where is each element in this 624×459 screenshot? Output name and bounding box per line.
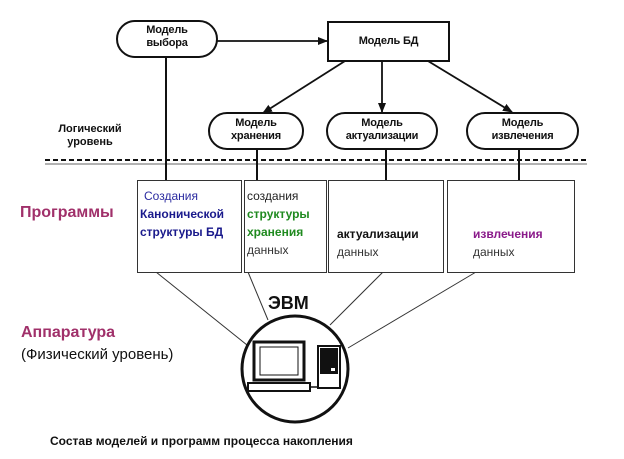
program-box-actualization: актуализации данных: [328, 180, 444, 273]
extraction-model-node: [466, 112, 579, 150]
link-box3-to-computer: [329, 271, 384, 326]
actualization-model-label: Модель актуализации: [327, 117, 437, 143]
extraction-model-label: Модель извлечения: [467, 117, 578, 143]
program-box-extraction: извлечения данных: [447, 180, 575, 273]
programs-heading: Программы: [20, 204, 114, 221]
arrow-db-to-extraction: [427, 60, 513, 113]
figure-caption: Состав моделей и программ процесса накоп…: [50, 434, 353, 448]
program-box-canonical-line3: структуры БД: [140, 225, 224, 239]
program-box-canonical-line1: Создания: [144, 189, 198, 203]
logical-level-label: Логический уровень: [50, 123, 130, 149]
link-box4-to-computer: [347, 271, 477, 349]
storage-model-line1: Модель: [235, 117, 277, 129]
program-box-storage: создания структуры хранения данных: [244, 180, 327, 273]
db-model-node: [327, 21, 450, 62]
hardware-heading: Аппаратура: [21, 324, 116, 341]
program-box-storage-line2: структуры: [247, 207, 310, 221]
computer-label: ЭВМ: [268, 293, 309, 313]
selection-model-line1: Модель: [146, 24, 188, 36]
program-box-extraction-line2: данных: [473, 245, 515, 259]
arrow-db-to-storage: [262, 60, 346, 114]
program-box-storage-line4: данных: [247, 243, 289, 257]
computer-icon: [247, 340, 341, 392]
actualization-model-node: [326, 112, 438, 150]
program-box-storage-line1: создания: [247, 189, 299, 203]
logical-level-line1: Логический: [58, 123, 122, 135]
program-box-canonical-line2: Канонической: [140, 207, 225, 221]
logical-level-line2: уровень: [67, 136, 113, 148]
selection-model-label: Модель выбора: [117, 24, 217, 50]
selection-model-line2: выбора: [146, 37, 188, 49]
program-box-actualization-line2: данных: [337, 245, 379, 259]
program-box-storage-line3: хранения: [247, 225, 304, 239]
actualization-model-line2: актуализации: [345, 130, 419, 142]
db-model-label: Модель БД: [358, 35, 419, 47]
storage-model-line2: хранения: [231, 130, 281, 142]
link-box1-to-computer: [155, 271, 248, 346]
extraction-model-line2: извлечения: [491, 130, 554, 142]
storage-model-label: Модель хранения: [209, 117, 303, 143]
hardware-subheading: (Физический уровень): [21, 346, 174, 363]
link-box2-to-computer: [247, 271, 269, 321]
program-box-actualization-line1: актуализации: [337, 227, 419, 241]
actualization-model-line1: Модель: [361, 117, 403, 129]
program-box-canonical: Создания Канонической структуры БД: [137, 180, 242, 273]
program-box-extraction-line1: извлечения: [473, 227, 543, 241]
extraction-model-line1: Модель: [501, 117, 544, 129]
